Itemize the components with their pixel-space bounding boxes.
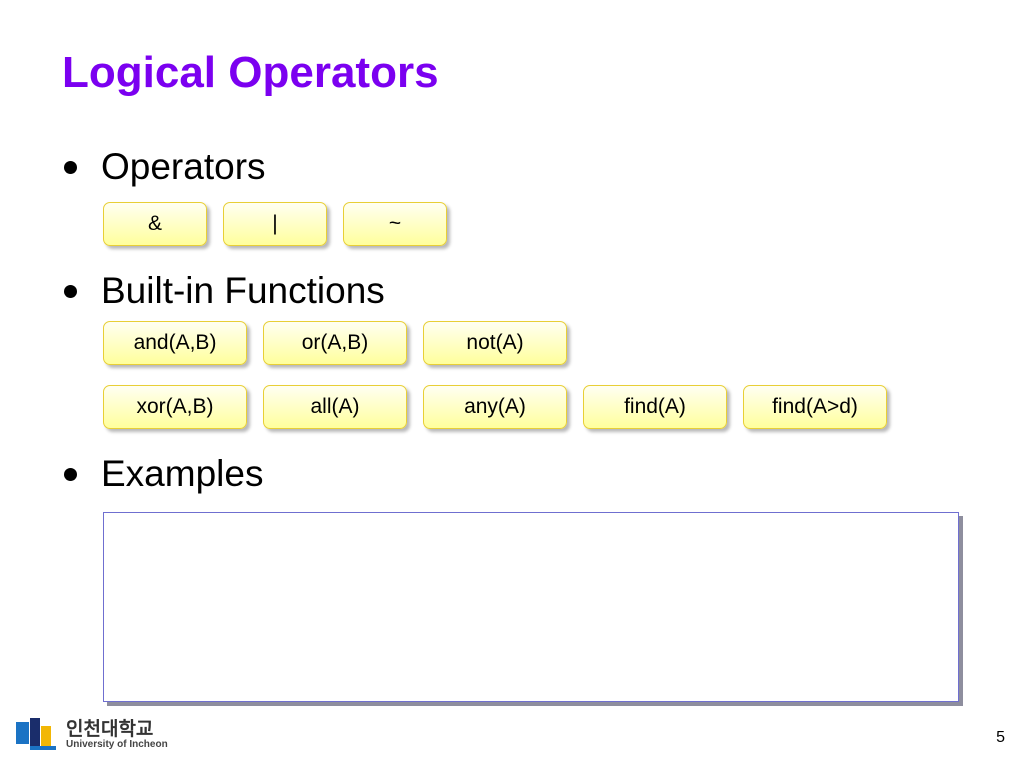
bullet-dot-icon: [64, 284, 77, 298]
bullet-label: Examples: [101, 453, 264, 494]
function-and-chip[interactable]: and(A,B): [103, 321, 247, 365]
bullet-label: Operators: [101, 146, 266, 187]
university-name-english: University of Incheon: [66, 739, 168, 750]
function-or-chip[interactable]: or(A,B): [263, 321, 407, 365]
function-all-chip[interactable]: all(A): [263, 385, 407, 429]
bullet-operators: Operators: [64, 146, 266, 188]
function-any-chip[interactable]: any(A): [423, 385, 567, 429]
function-find-chip[interactable]: find(A): [583, 385, 727, 429]
bullet-dot-icon: [64, 467, 77, 481]
operator-and-chip[interactable]: &: [103, 202, 207, 246]
university-logo-icon: [16, 718, 56, 750]
slide-title: Logical Operators: [62, 48, 439, 97]
operator-not-chip[interactable]: ~: [343, 202, 447, 246]
bullet-label: Built-in Functions: [101, 270, 385, 311]
function-find-threshold-chip[interactable]: find(A>d): [743, 385, 887, 429]
operator-or-chip[interactable]: |: [223, 202, 327, 246]
page-number: 5: [996, 729, 1005, 746]
university-logo: 인천대학교 University of Incheon: [16, 714, 176, 758]
function-xor-chip[interactable]: xor(A,B): [103, 385, 247, 429]
bullet-dot-icon: [64, 160, 77, 174]
bullet-examples: Examples: [64, 453, 263, 495]
function-not-chip[interactable]: not(A): [423, 321, 567, 365]
examples-box: [103, 512, 959, 702]
university-name-korean: 인천대학교: [66, 718, 154, 740]
bullet-built-in-functions: Built-in Functions: [64, 270, 385, 312]
